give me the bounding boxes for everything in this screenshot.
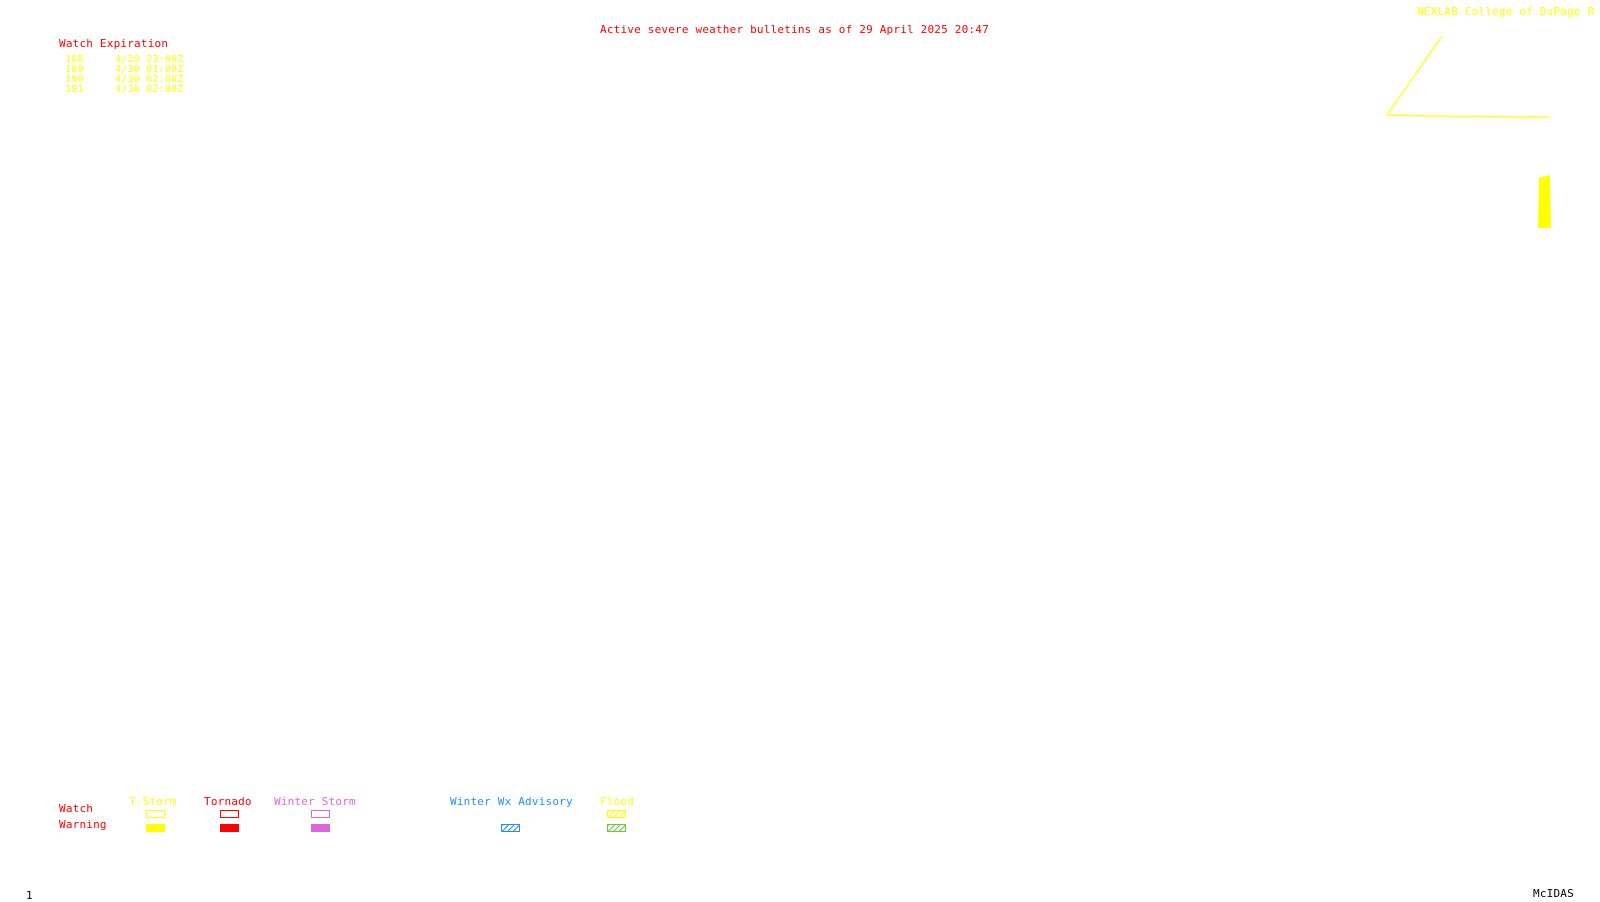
watch-row: 188 4/29 23:00Z: [65, 55, 183, 65]
winter-storm-watch-swatch: [311, 810, 330, 818]
winter-wx-advisory-swatch: [501, 824, 520, 832]
watch-expiration-time: 4/29 23:00Z: [115, 54, 184, 65]
watch-expiration-heading: Watch Expiration: [59, 37, 169, 50]
legend-tstorm-label: T-Storm: [129, 795, 177, 808]
watch-row: 191 4/30 02:00Z: [65, 85, 183, 95]
tstorm-watch-swatch: [146, 810, 165, 818]
watch-expiration-time: 4/30 02:00Z: [115, 74, 184, 85]
tstorm-warning-swatch: [146, 824, 165, 832]
bulletin-title: Active severe weather bulletins as of 29…: [600, 23, 989, 36]
winter-storm-warning-swatch: [311, 824, 330, 832]
watch-id: 188: [65, 54, 84, 65]
watch-row: 189 4/30 01:00Z: [65, 65, 183, 75]
legend-tornado-label: Tornado: [204, 795, 252, 808]
legend-winter-storm-label: Winter Storm: [274, 795, 356, 808]
watch-id: 189: [65, 64, 84, 75]
flood-warning-swatch: [607, 824, 626, 832]
thunderstorm-watch-outline: [1385, 35, 1551, 118]
tornado-warning-swatch: [220, 824, 239, 832]
credit-label: NEXLAB-College of DuPage R: [1417, 5, 1595, 18]
software-label: McIDAS: [1533, 887, 1574, 900]
watch-id: 191: [65, 84, 84, 95]
watch-expiration-time: 4/30 01:00Z: [115, 64, 184, 75]
legend-watch-label: Watch: [59, 802, 94, 815]
watch-row: 190 4/30 02:00Z: [65, 75, 183, 85]
legend-warning-label: Warning: [59, 818, 107, 831]
watch-id: 190: [65, 74, 84, 85]
flood-watch-swatch: [607, 810, 626, 818]
tornado-watch-swatch: [220, 810, 239, 818]
legend-winter-wx-advisory-label: Winter Wx Advisory: [450, 795, 573, 808]
watch-expiration-time: 4/30 02:00Z: [115, 84, 184, 95]
legend-flood-label: Flood: [600, 795, 635, 808]
thunderstorm-warning-area: [1538, 175, 1551, 228]
frame-number: 1: [26, 889, 33, 902]
